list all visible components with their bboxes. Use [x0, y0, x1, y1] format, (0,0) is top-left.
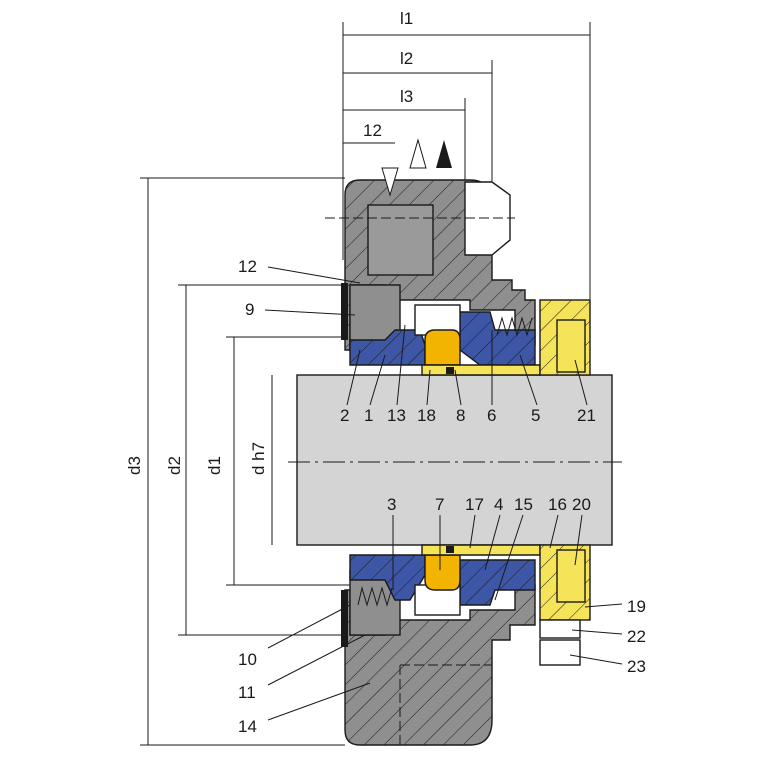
- part-label: 13: [387, 406, 406, 425]
- part-label: 7: [435, 495, 444, 514]
- stationary-seat-top: [349, 311, 536, 366]
- part-label: 15: [514, 495, 533, 514]
- part-label: 4: [494, 495, 503, 514]
- seal-face-top: [424, 329, 461, 366]
- part-label: 2: [340, 406, 349, 425]
- part-labels-top: 2 1 13 18 8 6 5 21: [340, 406, 596, 425]
- housing-bottom: [344, 584, 536, 746]
- part-label: 9: [245, 300, 254, 319]
- dimension-labels: l1 l2 l3 12 d3 d2 d1 d h7: [125, 9, 413, 475]
- gasket-top: [341, 283, 348, 340]
- part-label: 6: [487, 406, 496, 425]
- dim-12: 12: [363, 121, 382, 140]
- leader-lines: [264, 266, 623, 721]
- dim-l2: l2: [400, 49, 413, 68]
- part-label: 16: [548, 495, 567, 514]
- spring-bottom: [357, 586, 393, 607]
- dim-d1: d1: [205, 456, 224, 475]
- part-labels-right: 19 22 23: [627, 597, 646, 676]
- part-labels-bottom: 3 7 17 4 15 16 20: [387, 495, 591, 514]
- dim-l1: l1: [400, 9, 413, 28]
- part-label: 20: [572, 495, 591, 514]
- part-label: 19: [627, 597, 646, 616]
- part-label: 14: [238, 717, 257, 736]
- dim-l3: l3: [400, 87, 413, 106]
- part-label: 5: [531, 406, 540, 425]
- part-label: 12: [238, 257, 257, 276]
- part-label: 3: [387, 495, 396, 514]
- dim-d2: d2: [165, 456, 184, 475]
- dim-dh7: d h7: [249, 442, 268, 475]
- part-labels-left: 12 9 10 11 14: [238, 257, 257, 736]
- spring-top: [496, 316, 533, 337]
- part-label: 8: [456, 406, 465, 425]
- flow-arrows: [381, 138, 452, 197]
- part-label: 10: [238, 650, 257, 669]
- part-label: 21: [577, 406, 596, 425]
- part-label: 17: [465, 495, 484, 514]
- stationary-seat-bottom: [349, 554, 536, 606]
- part-label: 18: [417, 406, 436, 425]
- gasket-bottom: [341, 590, 348, 647]
- part-label: 22: [627, 627, 646, 646]
- seal-face-bottom: [424, 554, 461, 591]
- housing-top: [325, 179, 536, 351]
- part-label: 23: [627, 657, 646, 676]
- shaft: [296, 374, 613, 546]
- sleeve-top: [421, 299, 591, 376]
- dimension-lines: [140, 22, 591, 746]
- part-label: 1: [364, 406, 373, 425]
- part-label: 11: [238, 683, 256, 702]
- dim-d3: d3: [125, 456, 144, 475]
